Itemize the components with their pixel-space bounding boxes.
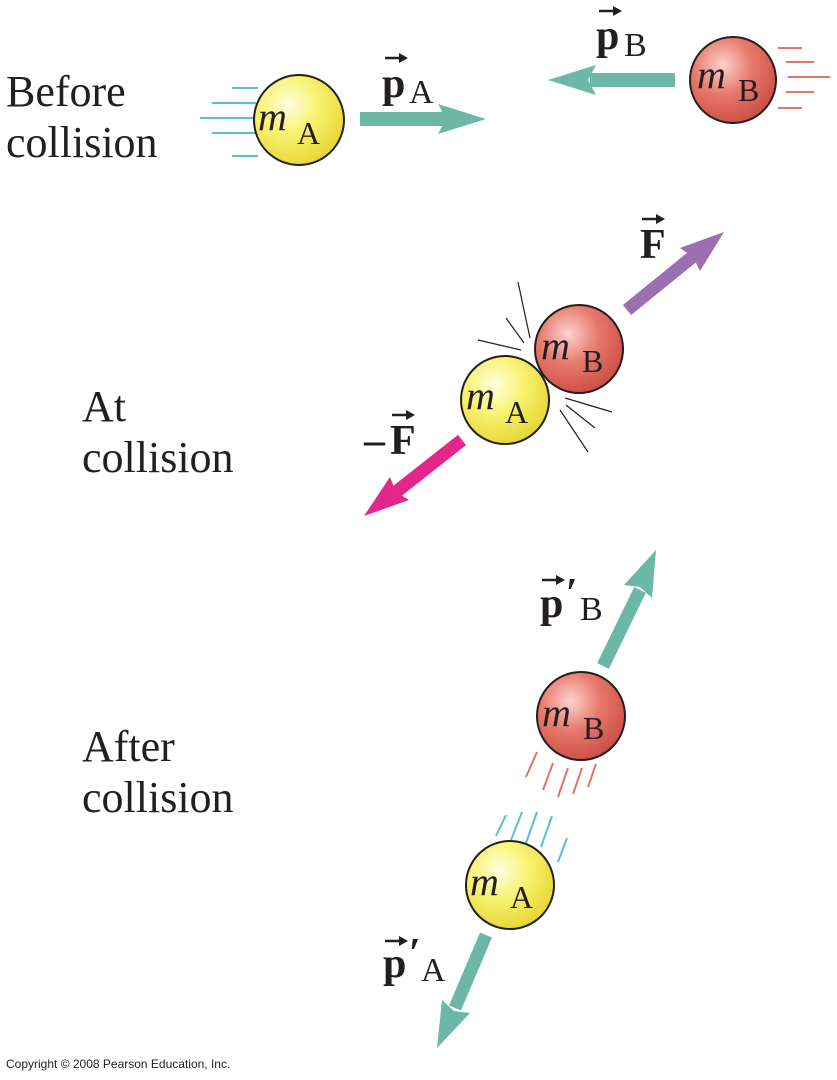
pb-prime-subscript: B: [580, 591, 603, 628]
at-collision-group: At collision F m B: [82, 214, 724, 516]
ball-a-after-subscript: A: [510, 879, 533, 915]
ball-b-collision-mass-symbol: m: [541, 323, 570, 368]
ball-a-collision-subscript: A: [505, 394, 528, 430]
f-symbol: F: [640, 222, 666, 268]
ball-b-after: m B: [536, 671, 626, 761]
pa-prime-subscript: A: [421, 952, 446, 989]
after-label-line2: collision: [82, 773, 234, 822]
before-label-line2: collision: [6, 118, 158, 167]
at-label-line1: At: [82, 382, 126, 431]
vector-label-pa-prime: p ′ A: [383, 931, 446, 989]
momentum-arrow-pa-prime: [437, 932, 492, 1048]
ball-a-subscript: A: [297, 115, 320, 151]
ball-a-mass-symbol: m: [258, 94, 287, 139]
ball-a-motion-lines: [200, 87, 258, 157]
pa-subscript: A: [409, 74, 434, 111]
ball-b-mass-symbol: m: [697, 52, 726, 97]
before-label-line1: Before: [6, 67, 126, 116]
after-collision-group: After collision p ′ B m B: [82, 550, 656, 1048]
pa-prime-mark: ′: [409, 931, 421, 977]
ball-a-collision: m A: [460, 355, 550, 445]
momentum-arrow-pb-prime: [597, 550, 656, 669]
pb-symbol: p: [596, 13, 619, 59]
pb-prime-symbol: p: [540, 581, 563, 627]
ball-b-motion-lines: [778, 47, 830, 109]
ball-b-after-mass-symbol: m: [542, 690, 571, 735]
vector-label-pb: p B: [596, 6, 647, 64]
pb-prime-mark: ′: [566, 571, 578, 617]
pb-subscript: B: [624, 27, 647, 64]
pa-prime-symbol: p: [383, 941, 406, 987]
ball-b-collision: m B: [534, 304, 624, 394]
momentum-arrow-pb: [548, 65, 675, 95]
force-arrow-f: [622, 232, 724, 316]
copyright-notice: Copyright © 2008 Pearson Education, Inc.: [6, 1057, 231, 1071]
ball-a-after-mass-symbol: m: [470, 859, 499, 904]
neg-f-symbol: F: [390, 418, 416, 464]
ball-a-before: m A: [253, 74, 345, 166]
after-label-line1: After: [82, 722, 175, 771]
ball-b-after-motion-lines: [525, 751, 597, 798]
before-collision-group: Before collision m A p A: [6, 6, 830, 167]
ball-a-after-motion-lines: [495, 811, 568, 863]
vector-label-f: F: [640, 214, 666, 268]
vector-label-pb-prime: p ′ B: [540, 571, 603, 628]
vector-label-neg-f: – F: [363, 410, 416, 464]
ball-b-collision-subscript: B: [582, 343, 603, 379]
ball-b-before: m B: [689, 36, 777, 124]
at-label-line2: collision: [82, 433, 234, 482]
ball-a-collision-mass-symbol: m: [466, 373, 495, 418]
ball-b-after-subscript: B: [583, 710, 604, 746]
vector-label-pa: p A: [382, 53, 434, 111]
ball-b-subscript: B: [738, 72, 759, 108]
pa-symbol: p: [382, 61, 405, 107]
ball-a-after: m A: [465, 840, 555, 930]
momentum-arrow-pa: [360, 104, 486, 134]
force-arrow-neg-f: [364, 434, 467, 516]
neg-f-sign: –: [363, 418, 386, 464]
impact-lines: [477, 281, 613, 453]
